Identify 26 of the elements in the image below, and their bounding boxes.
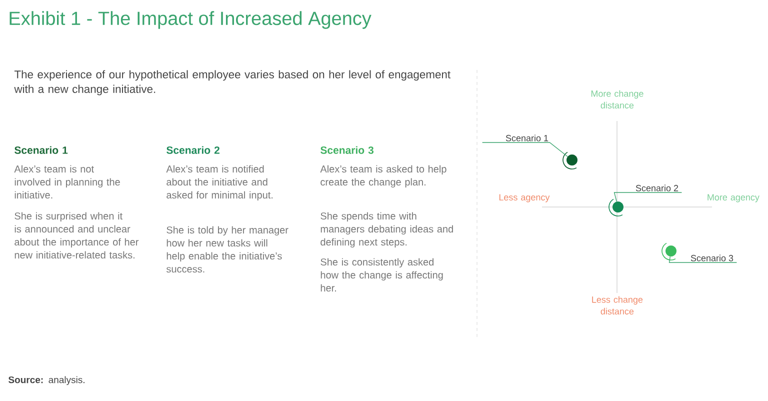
title: Exhibit 1 - The Impact of Increased Agency <box>10 11 372 29</box>
scenario-text: She is surprised when it is announced and unclear about the importance of her new initiative-related tasks. <box>14 212 139 259</box>
scenario-text: She spends time with managers debating ideas and defining next steps. <box>320 212 453 248</box>
scenario-text: Alex’s team is asked to help create the change plan. <box>320 165 446 188</box>
axis-label: Less change distance <box>592 296 643 314</box>
data-point <box>608 198 624 216</box>
axis-label: More agency <box>708 194 760 202</box>
point-label: Scenario 3 <box>690 254 734 262</box>
axis-label: Less agency <box>499 194 550 202</box>
leader-line <box>668 256 738 263</box>
axis-label: More change distance <box>591 90 644 108</box>
leader-line <box>614 192 682 202</box>
scenario-text: Alex’s team is not involved in planning the initiative. <box>14 165 120 199</box>
source-note: Source: analysis. <box>8 376 84 386</box>
scenario-text: She is told by her manager how her new tasks will help enable the initiative’s success. <box>166 226 288 273</box>
point-label: Scenario 2 <box>636 184 678 192</box>
point-label: Scenario 1 <box>506 134 548 142</box>
scenario-text: She is consistently asked how the change is affecting her. <box>320 258 443 292</box>
intro-text: The experience of our hypothetical employee varies based on her level of engagement with a new change initiative. <box>14 70 450 96</box>
scenario-heading: Scenario 1 <box>14 146 68 154</box>
data-point <box>562 152 578 170</box>
scenario-text: Alex’s team is notified about the initiative and asked for minimal input. <box>166 165 273 200</box>
scenario-heading: Scenario 2 <box>166 146 220 154</box>
leader-line <box>482 142 568 157</box>
data-point <box>662 242 676 260</box>
scenario-heading: Scenario 3 <box>320 146 374 154</box>
